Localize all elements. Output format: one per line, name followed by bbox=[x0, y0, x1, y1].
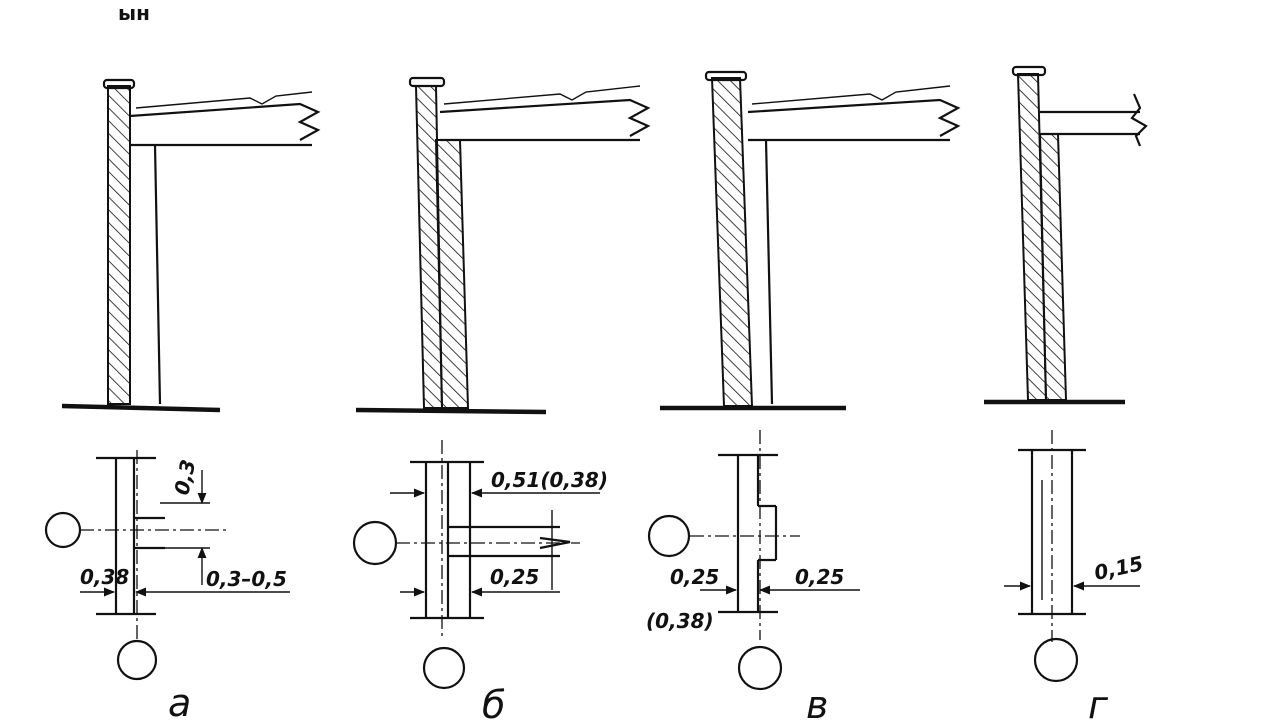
variant-g-dim-1: 0,15 bbox=[1092, 551, 1145, 585]
header-fragment: ын bbox=[118, 1, 150, 25]
variant-b-caption: б bbox=[482, 683, 505, 727]
variant-a-elevation bbox=[61, 78, 321, 413]
variant-a-dim-3: 0,38 bbox=[80, 565, 129, 589]
variant-v-plan: 0,25 (0,38) 0,25 в bbox=[646, 430, 860, 727]
variant-v-dim-1: 0,25 bbox=[670, 565, 719, 589]
variant-v-elevation bbox=[660, 70, 961, 411]
variant-g: 0,15 г bbox=[984, 65, 1148, 727]
variant-v-caption: в bbox=[806, 683, 828, 727]
variant-v-dim-3: 0,25 bbox=[795, 565, 844, 589]
variant-v: 0,25 (0,38) 0,25 в bbox=[646, 70, 961, 727]
variant-b-dim-1: 0,51(0,38) bbox=[491, 468, 608, 492]
variant-g-plan: 0,15 г bbox=[1004, 430, 1145, 727]
variant-a-plan: 0,3 0,3–0,5 0,38 а bbox=[44, 450, 290, 725]
variant-a-dim-1: 0,3 bbox=[169, 457, 200, 497]
variant-g-elevation bbox=[984, 65, 1148, 405]
variant-a-caption: а bbox=[168, 681, 191, 725]
variant-b: 0,51(0,38) 0,25 б bbox=[352, 76, 651, 727]
variant-v-dim-2: (0,38) bbox=[646, 609, 714, 633]
variant-a-dim-2: 0,3–0,5 bbox=[206, 567, 287, 591]
variant-b-dim-2: 0,25 bbox=[490, 565, 539, 589]
variant-a: 0,3 0,3–0,5 0,38 а bbox=[44, 78, 321, 725]
variant-b-plan: 0,51(0,38) 0,25 б bbox=[352, 440, 608, 727]
variant-g-caption: г bbox=[1088, 683, 1109, 727]
variant-b-elevation bbox=[355, 76, 651, 415]
